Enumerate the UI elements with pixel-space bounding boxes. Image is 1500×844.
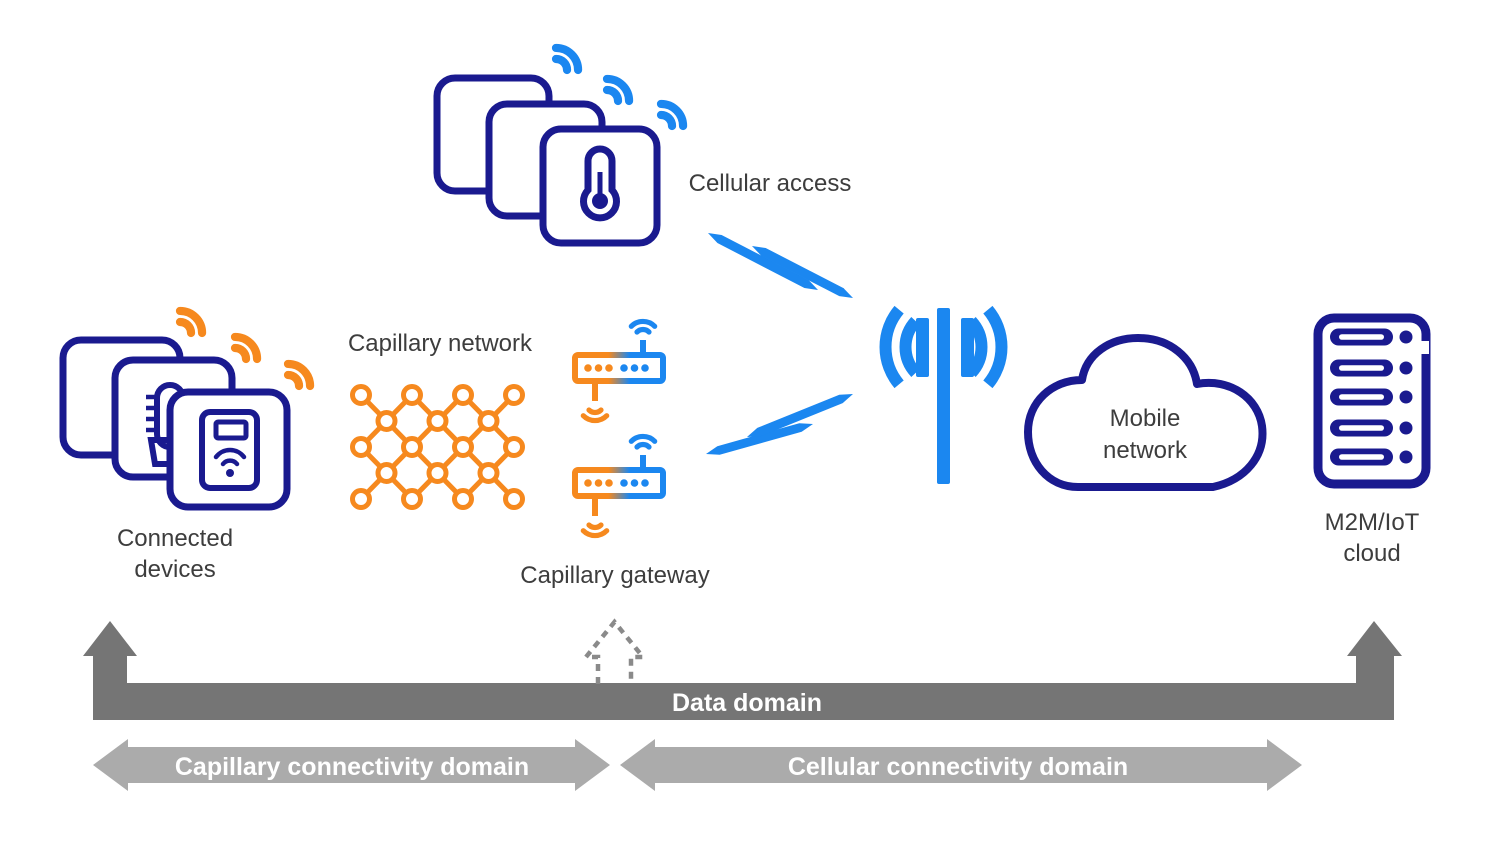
cellular-access-label: Cellular access [689, 170, 852, 197]
capillary-network-label: Capillary network [348, 330, 533, 357]
cellular-access-devices-icon [433, 43, 688, 247]
lightning-bolt-icon [706, 394, 853, 455]
mesh-network-icon [350, 384, 525, 510]
data-domain-label: Data domain [672, 689, 822, 717]
cellular-domain-label: Cellular connectivity domain [788, 753, 1128, 781]
connected-devices-icon [59, 306, 315, 511]
mobile-network-label-line2: network [1103, 437, 1188, 464]
cellular-domain-arrow: Cellular connectivity domain [620, 739, 1302, 791]
m2m-cloud-server-icon [1313, 313, 1431, 489]
mobile-network-label-line1: Mobile [1110, 405, 1181, 432]
mobile-network-cloud-icon: Mobile network [1024, 334, 1267, 491]
thermometer-icon [580, 145, 620, 222]
capillary-domain-label: Capillary connectivity domain [175, 753, 529, 781]
capillary-domain-arrow: Capillary connectivity domain [93, 739, 610, 791]
capillary-gateway-label: Capillary gateway [520, 562, 709, 589]
server-slots [1330, 328, 1413, 466]
smart-meter-icon [199, 409, 260, 491]
router-icon [572, 321, 666, 420]
router-icon [572, 436, 666, 535]
lightning-bolt-icon [708, 233, 853, 298]
capillary-gateway-icon [572, 321, 666, 535]
dashed-up-arrow-icon [581, 618, 648, 684]
connected-devices-label-line1: Connected [117, 525, 233, 552]
m2m-cloud-label-line1: M2M/IoT [1325, 509, 1420, 536]
cell-tower-antenna-icon [879, 305, 1008, 484]
server-outline-gap [1417, 341, 1429, 354]
data-domain-arrow: Data domain [83, 621, 1402, 720]
m2m-cloud-label-line2: cloud [1343, 540, 1400, 567]
connected-devices-label-line2: devices [134, 556, 215, 583]
mesh-nodes [350, 384, 525, 510]
